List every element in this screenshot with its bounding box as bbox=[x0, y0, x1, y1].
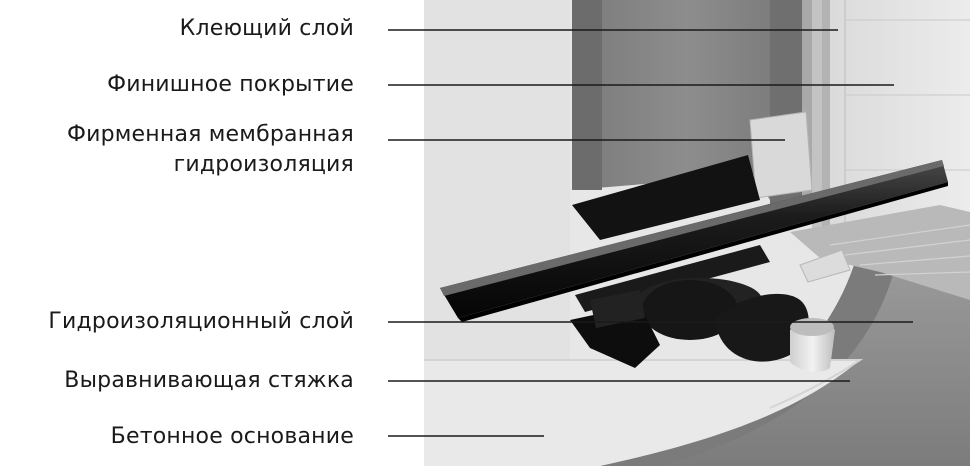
label-leveling-screed: Выравнивающая стяжка bbox=[64, 368, 354, 393]
label-waterproof-layer: Гидроизоляционный слой bbox=[48, 309, 354, 334]
drain-assembly bbox=[440, 155, 948, 372]
label-membrane-line1: Фирменная мембранная bbox=[66, 122, 354, 147]
wall-column bbox=[572, 0, 813, 205]
leader-lines bbox=[388, 29, 913, 437]
label-membrane-line2: гидроизоляция bbox=[173, 152, 354, 177]
floor-layers bbox=[424, 205, 970, 466]
label-concrete-base: Бетонное основание bbox=[110, 424, 354, 449]
label-finish-coating: Финишное покрытие bbox=[107, 72, 354, 97]
label-adhesive-layer: Клеющий слой bbox=[179, 16, 354, 41]
